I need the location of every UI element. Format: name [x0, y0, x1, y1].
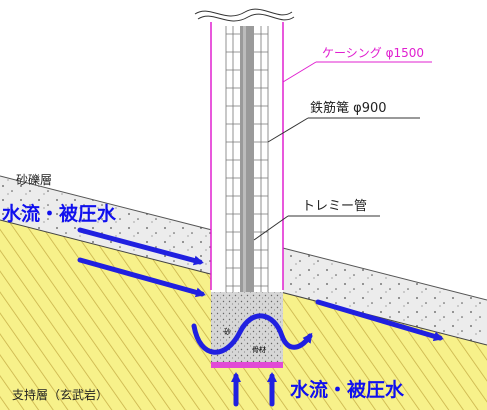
break-line-2: [197, 13, 295, 22]
casing-leader: [282, 61, 317, 83]
rebar-cage-label: 鉄筋篭 φ900: [310, 100, 387, 116]
water-arrow-swirl: [191, 313, 313, 355]
water-arrow-1: [77, 227, 204, 266]
support-layer-label: 支持層（玄武岩）: [12, 387, 108, 402]
water-arrow-2: [77, 257, 206, 298]
break-line: [194, 8, 293, 17]
water-pressure-label-lower: 水流・被圧水: [290, 378, 405, 401]
gravel-layer-label: 砂礫層: [16, 172, 52, 187]
tremie-leader: [253, 215, 289, 241]
tremie-pipe-label: トレミー管: [302, 199, 367, 214]
tremie-pipe: [240, 26, 254, 322]
sand-label: 砂: [224, 327, 231, 336]
casing-label: ケーシング φ1500: [322, 46, 424, 60]
aggregate-label: 骨材: [252, 345, 266, 354]
water-pressure-label-upper: 水流・被圧水: [2, 202, 117, 225]
cage-leader: [267, 117, 309, 143]
water-flow-arrows: [77, 227, 444, 407]
water-arrow-3: [315, 299, 444, 342]
